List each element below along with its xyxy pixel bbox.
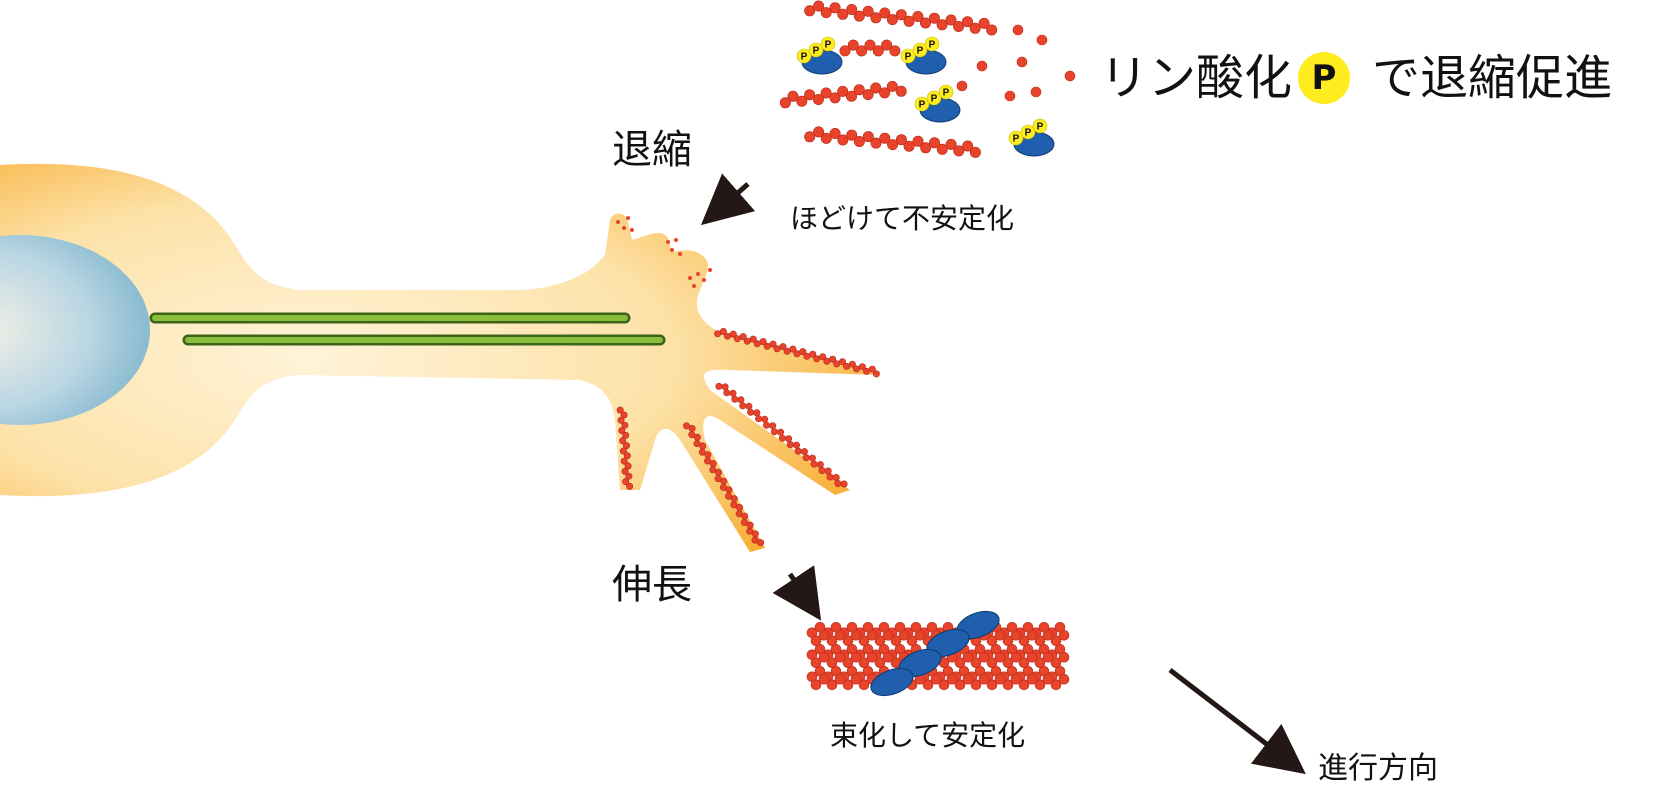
svg-text:P: P	[905, 52, 912, 63]
bundled-filament-3b	[810, 673, 1070, 691]
headline: リン酸化 P で退縮促進	[1100, 52, 1612, 104]
bundled-filament-2b	[810, 651, 1070, 669]
svg-text:P: P	[1013, 134, 1020, 145]
bundled-caption: 束化して安定化	[830, 719, 1026, 752]
svg-text:P: P	[943, 88, 950, 99]
svg-text:P: P	[813, 46, 820, 57]
svg-text:P: P	[919, 100, 926, 111]
direction-arrow	[1168, 668, 1306, 775]
retraction-label: 退縮	[612, 127, 692, 173]
filopodia-actin-bundles	[616, 327, 880, 547]
nucleus	[0, 235, 150, 425]
svg-text:P: P	[929, 40, 936, 51]
microtubules	[149, 312, 666, 346]
free-actin-monomers	[956, 24, 1076, 102]
svg-text:P: P	[801, 52, 808, 63]
retraction-arrow	[700, 173, 756, 226]
headline-retraction-promotion: で退縮促進	[1372, 50, 1613, 106]
filopodium-actin-2	[715, 382, 848, 488]
headline-phosphorylation: リン酸化	[1100, 50, 1293, 106]
phospho-protein-1: PPP	[796, 36, 843, 75]
phospho-protein-3: PPP	[914, 84, 961, 123]
elongation-arrow	[772, 565, 822, 621]
retracting-tip-actin-fragments	[616, 216, 712, 288]
direction-label: 進行方向	[1318, 751, 1438, 786]
svg-text:P: P	[917, 46, 924, 57]
svg-text:P: P	[1025, 128, 1032, 139]
unbundled-filament-2	[839, 39, 901, 57]
filopodium-actin-3	[682, 422, 765, 547]
elongation-label: 伸長	[612, 562, 692, 608]
phosphate-badge: P	[1298, 52, 1351, 104]
bundling-protein-4	[870, 667, 914, 697]
unbundled-filament-4	[804, 126, 981, 158]
unbundled-caption: ほどけて不安定化	[790, 202, 1015, 235]
unbundled-filament-1	[804, 0, 998, 36]
phospho-protein-4: PPP	[1008, 118, 1055, 157]
phospho-protein-2: PPP	[900, 36, 947, 75]
filopodium-actin-4	[616, 406, 634, 490]
svg-text:P: P	[931, 94, 938, 105]
svg-text:P: P	[825, 40, 832, 51]
unbundled-filament-3	[779, 80, 907, 109]
bundling-proteins	[870, 610, 1000, 697]
cell-body	[0, 163, 880, 552]
unbundled-actin-filaments	[779, 0, 998, 158]
svg-text:P: P	[1037, 122, 1044, 133]
filopodium-actin-1	[714, 327, 880, 378]
